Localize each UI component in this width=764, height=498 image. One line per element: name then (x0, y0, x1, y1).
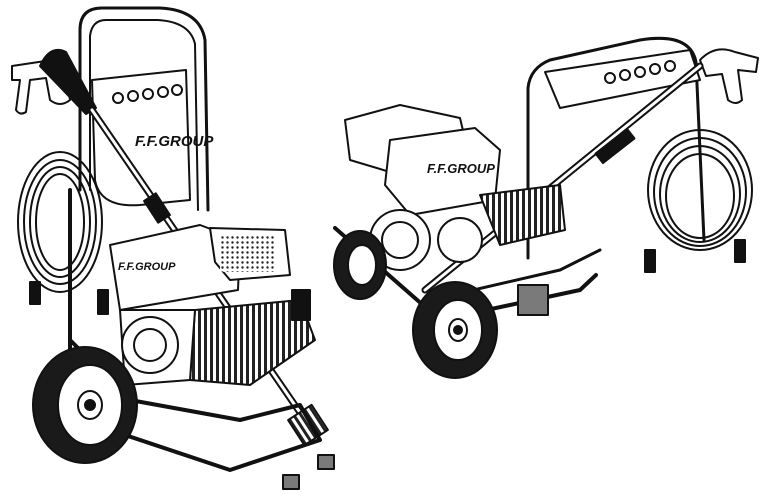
right-brand-label: F.F.GROUP (427, 161, 495, 176)
left-hose-coil (17, 151, 103, 293)
gauge-row (112, 84, 183, 104)
left-brand-label: F.F.GROUP (135, 133, 214, 150)
right-spray-gun (699, 48, 759, 104)
right-wheel (412, 281, 498, 379)
left-engine-label: F.F.GROUP (118, 261, 176, 273)
right-gauge-row (604, 60, 676, 84)
right-hose-coil (647, 129, 753, 251)
right-pressure-washer: F.F.GROUP (333, 36, 759, 379)
left-wheel (32, 346, 138, 464)
right-small-wheel (333, 230, 387, 300)
right-push-handle (333, 226, 598, 322)
left-frame-handle (78, 6, 210, 212)
left-pressure-washer: F.F.GROUP F.F.GROUP (11, 6, 335, 490)
